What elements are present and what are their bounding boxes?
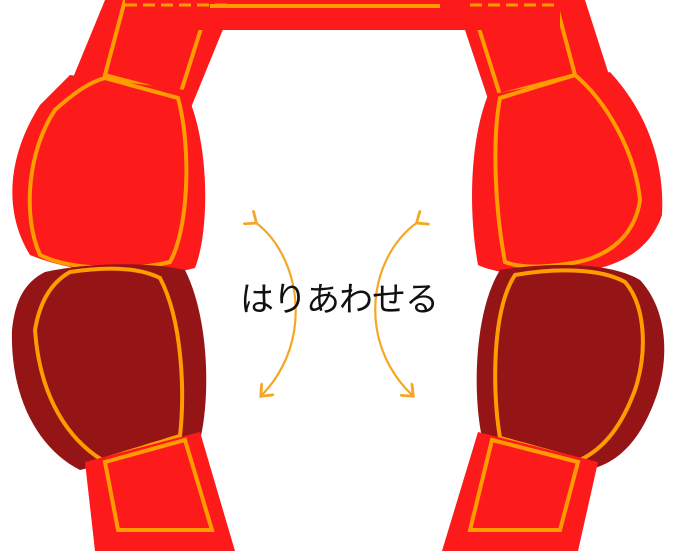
right-lower-block [476, 264, 665, 468]
right-bend-arrow [374, 222, 418, 395]
left-lower-block-outline [32, 266, 185, 463]
left-upper-seam [104, 76, 179, 100]
left-bend-arrow [255, 222, 297, 395]
right-upper-block-outline [493, 72, 643, 269]
left-lower-strip [85, 432, 235, 551]
left-upper-block [12, 75, 206, 275]
left-pattern-piece [11, 0, 245, 551]
left-lower-strip-outline [102, 437, 215, 532]
right-lower-strip-outline [467, 437, 581, 532]
right-lower-strip [442, 432, 598, 551]
right-pattern-piece [440, 0, 665, 551]
left-upper-block-outline [27, 75, 189, 271]
instruction-label: はりあわせる [240, 280, 439, 320]
right-lower-block-outline [493, 268, 645, 463]
right-upper-seam [499, 73, 576, 100]
